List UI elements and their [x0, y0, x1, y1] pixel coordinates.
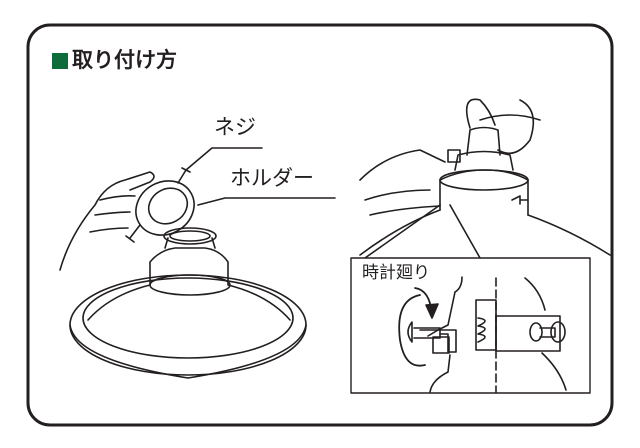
holder-leader [197, 197, 336, 206]
lamp-top-illustration [359, 98, 611, 259]
page-title: 取り付け方 [52, 50, 177, 71]
outer-frame [26, 23, 614, 427]
holder-label: ホルダー [230, 166, 314, 190]
clockwise-label: 時計廻り [362, 263, 430, 283]
lamp-base-illustration [69, 227, 307, 379]
title-marker-square [52, 52, 68, 69]
screw-leader [185, 147, 263, 171]
screw-label: ネジ [214, 115, 256, 139]
hand-left [59, 171, 155, 271]
title-text: 取り付け方 [72, 48, 177, 72]
clockwise-detail-inset [350, 257, 591, 394]
